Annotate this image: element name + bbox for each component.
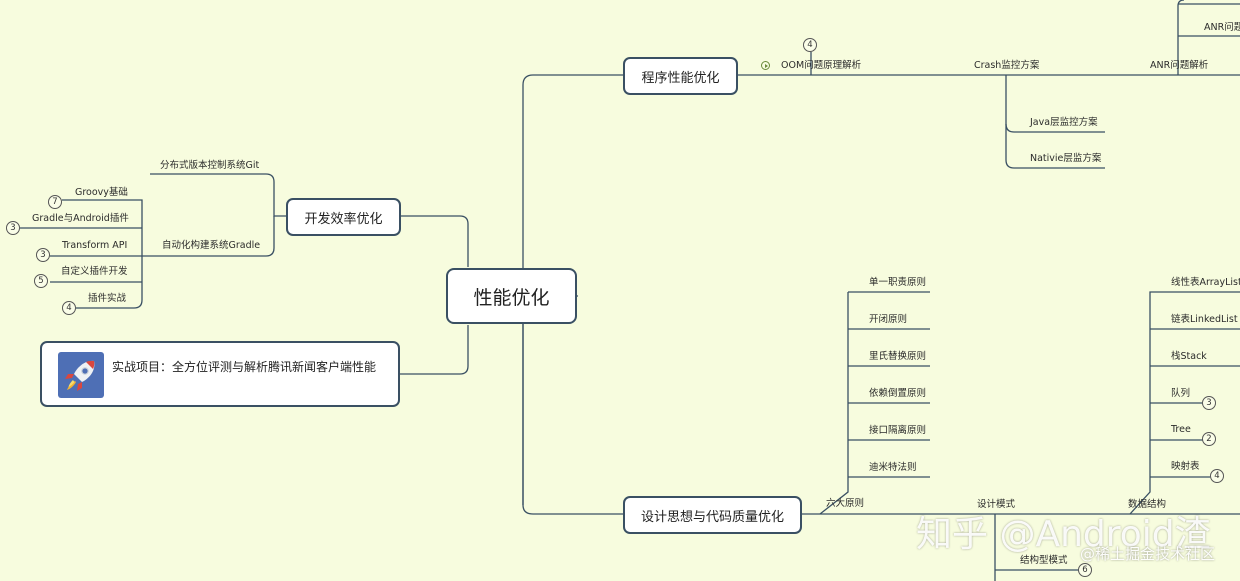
label-ds-stack[interactable]: 栈Stack (1171, 351, 1207, 362)
watermark-zhihu: 知乎 @Android渣 (916, 514, 1211, 555)
label-plugin-practice[interactable]: 插件实战 (88, 293, 127, 304)
label-six-principles[interactable]: 六大原则 (826, 498, 865, 509)
label-data-structures[interactable]: 数据结构 (1128, 499, 1167, 510)
label-design-patterns[interactable]: 设计模式 (977, 499, 1016, 510)
branch-design-quality[interactable]: 设计思想与代码质量优化 (623, 496, 802, 534)
label-oom[interactable]: OOM问题原理解析 (781, 60, 862, 71)
badge-queue-count[interactable]: 3 (1202, 396, 1216, 410)
label-principle-6[interactable]: 迪米特法则 (869, 462, 917, 473)
branch-program-performance[interactable]: 程序性能优化 (623, 57, 738, 95)
play-icon[interactable] (761, 61, 770, 70)
label-ds-linkedlist[interactable]: 链表LinkedList (1171, 314, 1238, 325)
badge-transform-count[interactable]: 3 (36, 248, 50, 262)
project-node[interactable]: 实战项目：全方位评测与解析腾讯新闻客户端性能 (40, 341, 400, 407)
label-anr[interactable]: ANR问题解析 (1150, 60, 1209, 71)
rocket-icon (58, 352, 104, 398)
badge-groovy-count[interactable]: 7 (48, 195, 62, 209)
branch-dev-efficiency[interactable]: 开发效率优化 (286, 198, 401, 236)
badge-gradle-android-count[interactable]: 3 (6, 221, 20, 235)
label-ds-queue[interactable]: 队列 (1171, 388, 1191, 399)
badge-plugin-practice-count[interactable]: 4 (62, 301, 76, 315)
label-anr-partial[interactable]: ANR问题 (1204, 22, 1240, 33)
label-gradle-android[interactable]: Gradle与Android插件 (32, 213, 129, 224)
label-structural-patterns[interactable]: 结构型模式 (1020, 555, 1068, 566)
label-ds-arraylist[interactable]: 线性表ArrayList (1171, 277, 1240, 288)
label-principle-5[interactable]: 接口隔离原则 (869, 425, 927, 436)
badge-custom-plugin-count[interactable]: 5 (34, 274, 48, 288)
watermark-juejin: @稀土掘金技术社区 (1080, 545, 1216, 563)
center-node[interactable]: 性能优化 (446, 268, 577, 324)
label-principle-1[interactable]: 单一职责原则 (869, 277, 927, 288)
label-ds-tree[interactable]: Tree (1171, 424, 1191, 435)
label-principle-4[interactable]: 依赖倒置原则 (869, 388, 927, 399)
label-transform[interactable]: Transform API (62, 240, 128, 251)
label-gradle[interactable]: 自动化构建系统Gradle (162, 240, 261, 251)
badge-oom-count[interactable]: 4 (803, 38, 817, 52)
label-crash[interactable]: Crash监控方案 (974, 60, 1040, 71)
label-groovy[interactable]: Groovy基础 (75, 187, 128, 198)
label-native-monitor[interactable]: Nativie层监方案 (1030, 153, 1102, 164)
badge-map-count[interactable]: 4 (1210, 469, 1224, 483)
label-principle-2[interactable]: 开闭原则 (869, 314, 908, 325)
project-title: 实战项目：全方位评测与解析腾讯新闻客户端性能 (112, 360, 377, 374)
label-java-monitor[interactable]: Java层监控方案 (1030, 117, 1098, 128)
label-ds-map[interactable]: 映射表 (1171, 461, 1200, 472)
badge-structural-count[interactable]: 6 (1078, 563, 1092, 577)
badge-tree-count[interactable]: 2 (1202, 432, 1216, 446)
label-principle-3[interactable]: 里氏替换原则 (869, 351, 927, 362)
label-custom-plugin[interactable]: 自定义插件开发 (61, 266, 128, 277)
label-git[interactable]: 分布式版本控制系统Git (160, 160, 260, 171)
